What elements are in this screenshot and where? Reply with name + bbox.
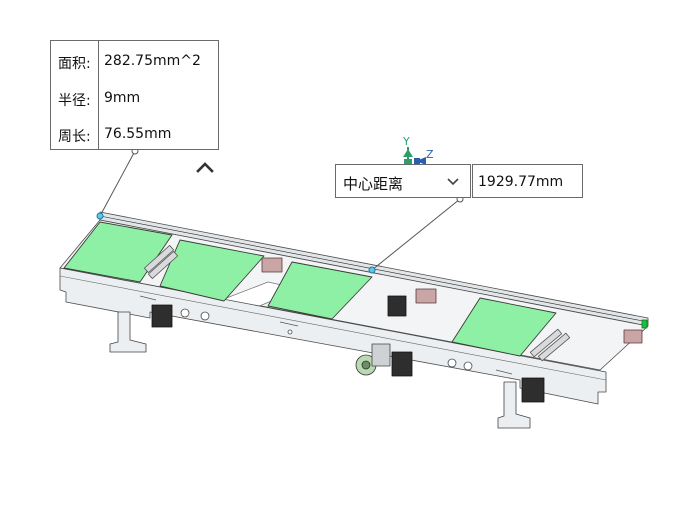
perimeter-label: 周长: [58, 129, 91, 145]
callout-row-radius: 半径: 9mm [51, 80, 218, 116]
distance-callout: 中心距离 1929.77mm [335, 164, 583, 198]
conveyor-model[interactable] [59, 211, 649, 429]
motors [151, 295, 545, 403]
radius-value: 9mm [104, 90, 141, 106]
support-legs [109, 311, 531, 429]
measure-callout: 面积: 282.75mm^2 半径: 9mm 周长: 76.55mm [50, 40, 219, 150]
callout-divider [98, 41, 99, 149]
collapse-callout-button[interactable] [193, 157, 217, 177]
axis-z-label: Z [426, 148, 434, 161]
leader-lines [96, 147, 464, 274]
drive-wheel [355, 343, 391, 376]
selected-faces[interactable] [63, 221, 557, 357]
distance-mode-selected: 中心距离 [343, 175, 404, 193]
distance-value-field: 1929.77mm [472, 164, 583, 198]
rollers [143, 244, 571, 362]
area-label: 面积: [58, 56, 91, 72]
distance-mode-dropdown[interactable]: 中心距离 [335, 164, 471, 198]
chevron-up-icon [196, 162, 214, 173]
radius-label: 半径: [58, 93, 91, 109]
chevron-down-icon [447, 178, 459, 186]
axis-y-label: Y [403, 135, 410, 148]
distance-value: 1929.77mm [478, 174, 564, 190]
connectors [261, 257, 643, 344]
area-value: 282.75mm^2 [104, 53, 201, 69]
coordinate-triad: Y Z [398, 135, 438, 169]
callout-row-area: 面积: 282.75mm^2 [51, 43, 218, 79]
callout-row-perimeter: 周长: 76.55mm [51, 116, 218, 152]
perimeter-value: 76.55mm [104, 126, 172, 142]
